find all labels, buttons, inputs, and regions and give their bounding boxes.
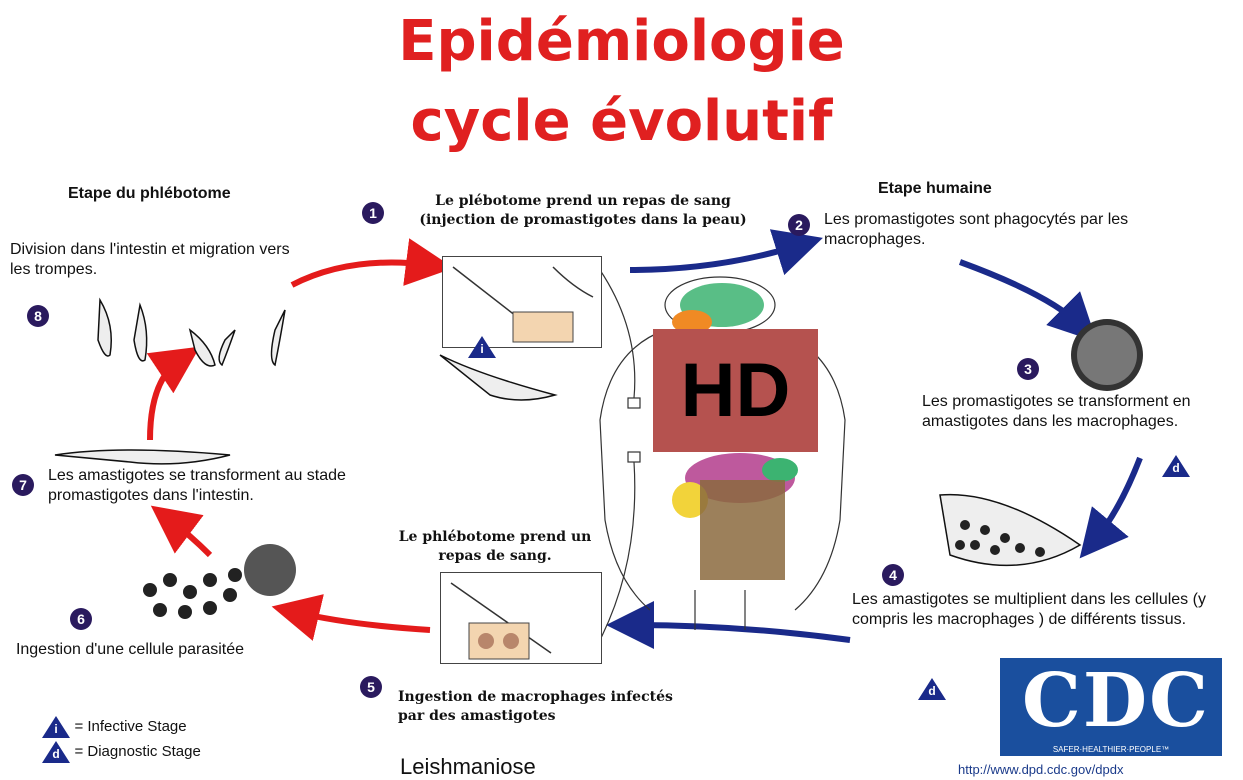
legend-infective: i = Infective Stage <box>42 716 187 738</box>
arrow-3-to-4 <box>1095 458 1140 540</box>
step-3-text: Les promastigotes se transforment en ama… <box>922 392 1222 432</box>
step-3-badge: 3 <box>1017 358 1039 380</box>
arrow-6-to-7 <box>170 520 210 555</box>
arrow-4-to-5 <box>630 625 850 640</box>
arrow-1-to-2 <box>630 245 800 270</box>
step-1-badge: 1 <box>362 202 384 224</box>
sandfly-ingestion-image <box>440 572 602 664</box>
step-7-text: Les amastigotes se transforment au stade… <box>48 466 428 506</box>
step-5-badge: 5 <box>360 676 382 698</box>
step-5-text: Ingestion de macrophages infectés par de… <box>398 688 698 726</box>
intestine-green <box>762 458 798 482</box>
step-4-text: Les amastigotes se multiplient dans les … <box>852 590 1232 630</box>
cdc-logo: CDC SAFER·HEALTHIER·PEOPLE™ <box>1000 658 1222 756</box>
macrophage-4 <box>940 495 1080 566</box>
legend-diagnostic-label: = Diagnostic Stage <box>74 743 200 760</box>
step-6-badge: 6 <box>70 608 92 630</box>
legend-infective-label: = Infective Stage <box>74 718 186 735</box>
cdc-tagline: SAFER·HEALTHIER·PEOPLE™ <box>1000 745 1222 754</box>
diagnostic-stage-marker-3: d <box>1162 455 1190 477</box>
step-5-top-text: Le phlébotome prend un repas de sang. <box>375 528 615 566</box>
sandfly-bite-image <box>442 256 602 348</box>
arrow-7-to-8 <box>150 360 180 440</box>
macrophage-3 <box>1071 319 1143 391</box>
step-2-badge: 2 <box>788 214 810 236</box>
step-4-badge: 4 <box>882 564 904 586</box>
promastigote-1 <box>440 355 555 400</box>
hd-watermark: HD <box>653 329 818 452</box>
promastigote-7 <box>55 450 230 464</box>
infected-cells-6 <box>143 544 296 619</box>
diagnostic-stage-marker-4: d <box>918 678 946 700</box>
step-2-text: Les promastigotes sont phagocytés par le… <box>824 210 1194 250</box>
sandfly-stage-header: Etape du phlébotome <box>68 185 231 203</box>
human-stage-header: Etape humaine <box>878 180 992 198</box>
cdc-url: http://www.dpd.cdc.gov/dpdx <box>958 762 1123 777</box>
promastigotes-8 <box>98 300 285 366</box>
arrow-8-to-1 <box>292 263 430 286</box>
step-7-badge: 7 <box>12 474 34 496</box>
step-8-text: Division dans l'intestin et migration ve… <box>10 240 310 280</box>
arrow-5-to-6 <box>295 612 430 630</box>
tissue-photo <box>700 480 785 580</box>
arrow-2-to-3 <box>960 262 1080 325</box>
caption: Leishmaniose <box>400 754 536 780</box>
step-8-badge: 8 <box>27 305 49 327</box>
step-1-text: Le plébotome prend un repas de sang (inj… <box>398 192 768 230</box>
step-6-text: Ingestion d'une cellule parasitée <box>15 640 245 660</box>
legend-diagnostic: d = Diagnostic Stage <box>42 741 201 763</box>
infective-stage-marker: i <box>468 336 496 358</box>
